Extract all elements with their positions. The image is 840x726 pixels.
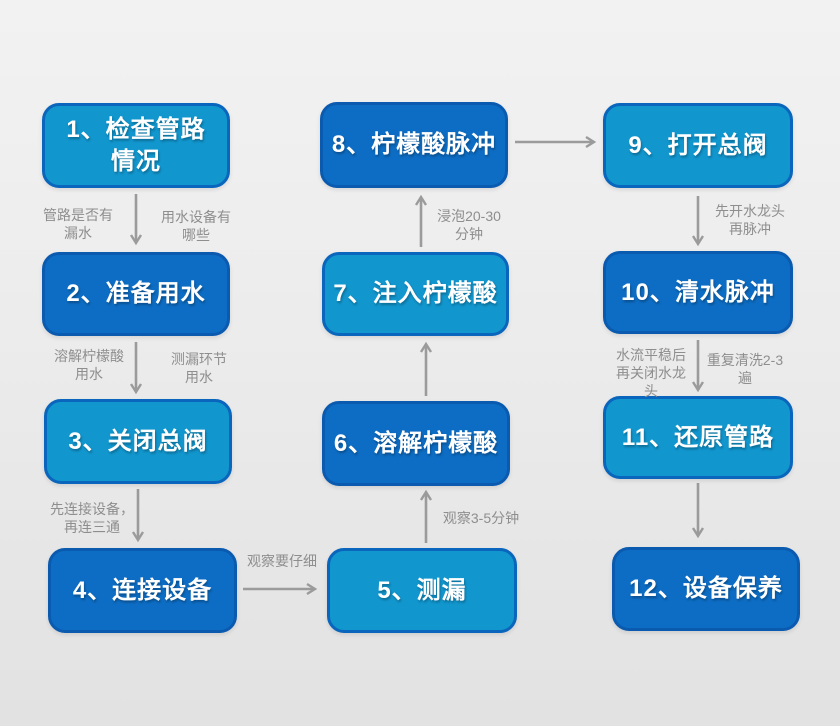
flow-step-7: 7、注入柠檬酸 (322, 252, 509, 336)
flow-step-9: 9、打开总阀 (603, 103, 793, 188)
flow-step-4: 4、连接设备 (48, 548, 237, 633)
edge-note-4-5-above: 观察要仔细 (247, 553, 317, 569)
flow-step-8: 8、柠檬酸脉冲 (320, 102, 508, 188)
edge-note-2-3-left: 溶解柠檬酸 用水 (54, 348, 124, 383)
edge-note-1-2-left: 管路是否有 漏水 (43, 207, 113, 242)
flow-step-5: 5、测漏 (327, 548, 517, 633)
flow-step-1: 1、检查管路 情况 (42, 103, 230, 188)
edge-note-9-10-right: 先开水龙头 再脉冲 (715, 203, 785, 238)
flow-step-2: 2、准备用水 (42, 252, 230, 336)
edge-note-10-11-left: 水流平稳后 再关闭水龙 头 (616, 347, 686, 400)
flow-step-10: 10、清水脉冲 (603, 251, 793, 334)
edge-note-5-6-right: 观察3-5分钟 (442, 510, 520, 526)
edge-note-7-8-right: 浸泡20-30 分钟 (437, 208, 501, 243)
flow-step-11: 11、还原管路 (603, 396, 793, 479)
edge-note-10-11-right: 重复清洗2-3 遍 (706, 352, 784, 387)
flow-step-12: 12、设备保养 (612, 547, 800, 631)
edge-note-3-4-left: 先连接设备， 再连三通 (50, 501, 134, 536)
flow-step-3: 3、关闭总阀 (44, 399, 232, 484)
edge-note-1-2-right: 用水设备有 哪些 (161, 209, 231, 244)
edge-note-2-3-right: 测漏环节 用水 (171, 351, 227, 386)
flow-step-6: 6、溶解柠檬酸 (322, 401, 510, 486)
